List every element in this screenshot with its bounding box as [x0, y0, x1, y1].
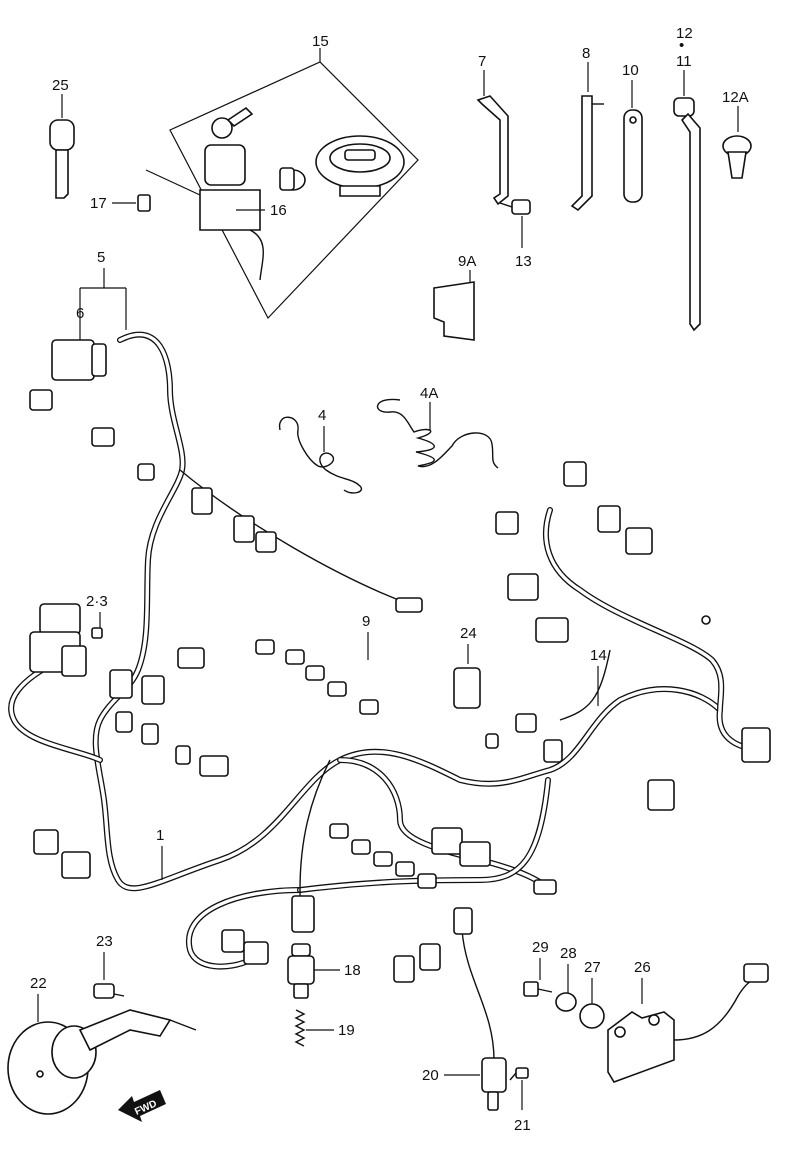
- label-28: 28: [560, 945, 577, 962]
- label-4: 4: [318, 407, 326, 424]
- label-10: 10: [622, 62, 639, 79]
- label-16: 16: [270, 202, 287, 219]
- label-2-3: 2·3: [86, 593, 108, 610]
- label-20: 20: [422, 1067, 439, 1084]
- fuel-cap: [315, 135, 405, 197]
- callout-1: 1: [156, 827, 164, 880]
- label-7: 7: [478, 53, 486, 70]
- sensor-18: 18: [287, 943, 361, 999]
- label-8: 8: [582, 45, 590, 62]
- label-14: 14: [590, 647, 607, 664]
- switch-20: 20: [422, 1057, 507, 1111]
- spring-4a: 4A: [376, 385, 499, 469]
- harness-connectors: [29, 339, 771, 983]
- label-12: 12: [676, 25, 693, 42]
- callout-5-6: 5 6: [76, 249, 127, 340]
- sensor-26: 26: [607, 959, 769, 1083]
- label-21: 21: [514, 1117, 531, 1134]
- spring-19: 19: [294, 1009, 355, 1047]
- label-18: 18: [344, 962, 361, 979]
- label-9a: 9A: [458, 253, 476, 270]
- label-19: 19: [338, 1022, 355, 1039]
- label-24: 24: [460, 625, 477, 642]
- screw-17: 17: [90, 169, 201, 212]
- main-wiring-harness: [8, 331, 763, 1061]
- label-4a: 4A: [420, 385, 438, 402]
- label-23: 23: [96, 933, 113, 950]
- screw-29: 29: [523, 939, 553, 997]
- clamp-8: 8: [570, 45, 604, 212]
- spring-4: 4: [279, 407, 363, 494]
- collar-28: 28: [555, 945, 577, 1012]
- label-27: 27: [584, 959, 601, 976]
- key-25: 25: [49, 77, 75, 199]
- ignition-kit-box: 15 16: [169, 33, 419, 320]
- callout-2-3: 2·3: [86, 593, 108, 639]
- pad-9a: 9A: [433, 253, 476, 341]
- label-29: 29: [532, 939, 549, 956]
- ignition-switch: [199, 106, 264, 281]
- label-22: 22: [30, 975, 47, 992]
- cable-tie-11-12: 12 • 11: [673, 25, 701, 332]
- label-15: 15: [312, 33, 329, 50]
- separator-dot: •: [679, 37, 684, 54]
- label-5: 5: [97, 249, 105, 266]
- screw-21: 21: [509, 1067, 531, 1134]
- callout-14: 14: [590, 647, 607, 706]
- bracket-7: 7: [476, 53, 509, 206]
- horn-22: 22: [7, 975, 197, 1115]
- label-13: 13: [515, 253, 532, 270]
- forward-direction-arrow: FWD: [118, 1090, 166, 1122]
- label-9: 9: [362, 613, 370, 630]
- relay-24: 24: [453, 625, 481, 709]
- label-11: 11: [676, 53, 692, 70]
- callout-9: 9: [362, 613, 370, 660]
- label-1: 1: [156, 827, 164, 844]
- label-12a: 12A: [722, 89, 749, 106]
- grommet-27: 27: [579, 959, 605, 1029]
- bolt-23: 23: [93, 933, 125, 999]
- label-17: 17: [90, 195, 107, 212]
- label-26: 26: [634, 959, 651, 976]
- lock-cylinder: [279, 167, 306, 191]
- clamp-10: 10: [622, 62, 643, 203]
- bolt-13: 13: [499, 199, 532, 270]
- label-6: 6: [76, 305, 84, 322]
- clip-12a: 12A: [722, 89, 752, 179]
- label-25: 25: [52, 77, 69, 94]
